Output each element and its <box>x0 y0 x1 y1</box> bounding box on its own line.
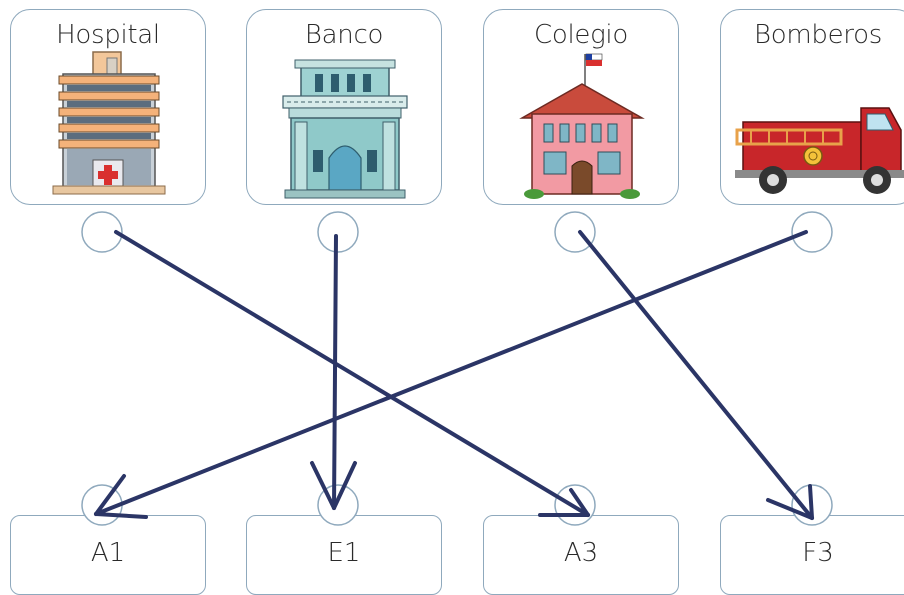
answer-label-a1: A1 <box>90 538 126 568</box>
card-banco: Banco <box>246 9 442 205</box>
card-label-banco: Banco <box>304 20 384 50</box>
card-hospital: Hospital <box>10 9 206 205</box>
answer-label-f3: F3 <box>802 538 834 568</box>
school-icon <box>519 53 645 199</box>
card-colegio: Colegio <box>483 9 679 205</box>
connector-top-hospital[interactable] <box>81 211 123 253</box>
connector-top-colegio[interactable] <box>554 211 596 253</box>
bank-icon <box>282 59 408 199</box>
card-label-hospital: Hospital <box>56 20 160 50</box>
card-label-bomberos: Bomberos <box>754 20 882 50</box>
card-label-colegio: Colegio <box>534 20 628 50</box>
fire-truck-icon <box>735 107 904 194</box>
connector-top-bomberos[interactable] <box>791 211 833 253</box>
arrow-bomberos-to-a1 <box>94 230 808 519</box>
arrow-colegio-to-f3 <box>578 230 814 520</box>
answer-label-a3: A3 <box>563 538 599 568</box>
answer-box-e1: E1 <box>246 515 442 595</box>
card-bomberos: Bomberos <box>720 9 904 205</box>
answer-label-e1: E1 <box>327 538 361 568</box>
connector-top-banco[interactable] <box>317 211 359 253</box>
arrow-banco-to-e1 <box>310 234 357 510</box>
answer-box-a1: A1 <box>10 515 206 595</box>
arrow-hospital-to-a3 <box>114 230 590 517</box>
hospital-icon <box>52 51 166 195</box>
